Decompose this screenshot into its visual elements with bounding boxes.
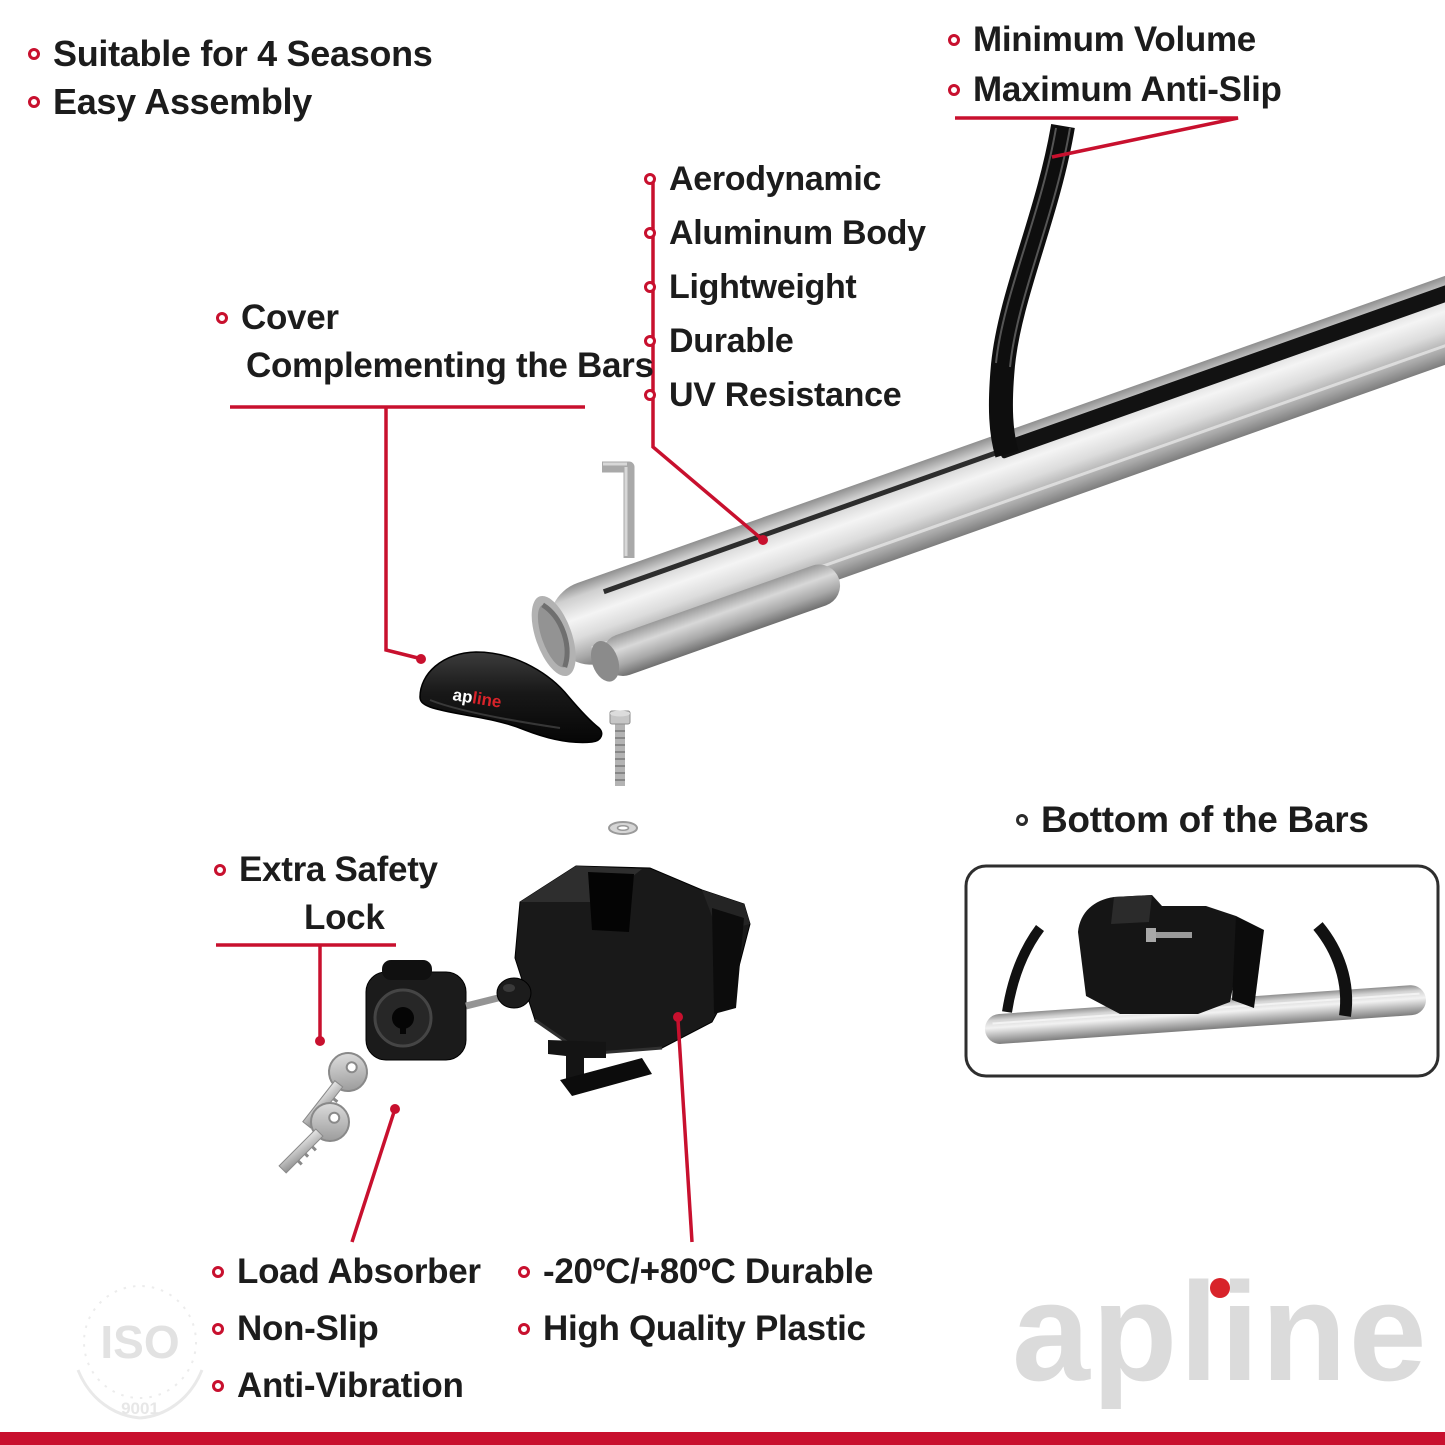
feature-item: High Quality Plastic [518, 1309, 873, 1349]
feature-item: Suitable for 4 Seasons [28, 34, 433, 74]
lock-callout: Extra Safety Lock [214, 850, 438, 938]
callout-label: Extra Safety [239, 850, 438, 889]
callout-line2: Complementing the Bars [216, 346, 654, 386]
mount-bracket-graphic [514, 865, 751, 1056]
feature-label: Minimum Volume [973, 20, 1256, 59]
bullet-icon [212, 1380, 224, 1392]
feature-item: Aluminum Body [644, 214, 926, 252]
panel-title: Bottom of the Bars [1041, 799, 1369, 840]
bullet-icon [212, 1266, 224, 1278]
feature-label: Lightweight [669, 268, 857, 306]
cover-callout: Cover Complementing the Bars [216, 298, 654, 386]
feature-item: Minimum Volume [948, 20, 1282, 60]
bullet-icon [518, 1323, 530, 1335]
pad-feature-list: Load Absorber Non-Slip Anti-Vibration [212, 1252, 481, 1406]
feature-label: Anti-Vibration [237, 1366, 464, 1405]
bullet-icon [1016, 814, 1028, 826]
feature-label: -20ºC/+80ºC Durable [543, 1252, 874, 1291]
callout-line1: Extra Safety [214, 850, 438, 890]
bullet-icon [644, 281, 656, 293]
callout-label: Cover [241, 298, 339, 337]
feature-label: Aerodynamic [669, 160, 882, 198]
feature-item: Maximum Anti-Slip [948, 70, 1282, 110]
feature-item: Durable [644, 322, 926, 360]
feature-item: Easy Assembly [28, 82, 433, 122]
callout-label: Lock [304, 898, 385, 937]
iso-title: ISO [100, 1316, 179, 1368]
feature-label: Maximum Anti-Slip [973, 70, 1282, 109]
strip-callout-list: Minimum Volume Maximum Anti-Slip [948, 20, 1282, 110]
callout-dots [315, 535, 768, 1114]
feature-label: Durable [669, 322, 794, 360]
bottom-bars-title: Bottom of the Bars [1016, 800, 1369, 840]
bullet-icon [212, 1323, 224, 1335]
callout-line1: Cover [216, 298, 654, 338]
cover-logo: apline [451, 685, 503, 711]
bullet-icon [644, 335, 656, 347]
feature-label: Non-Slip [237, 1309, 379, 1348]
bottom-bars-panel-graphic [964, 864, 1440, 1078]
bullet-icon [948, 34, 960, 46]
bullet-icon [644, 389, 656, 401]
keys-graphic [278, 1052, 368, 1174]
feature-item: Aerodynamic [644, 160, 926, 198]
callout-lines [216, 116, 1239, 1243]
feature-item: Non-Slip [212, 1309, 481, 1349]
feature-label: Load Absorber [237, 1252, 481, 1291]
lock-graphic [365, 960, 532, 1061]
end-cover-graphic: apline [419, 651, 603, 744]
bullet-icon [28, 96, 40, 108]
feature-label: Suitable for 4 Seasons [53, 33, 433, 74]
feature-label: High Quality Plastic [543, 1309, 866, 1348]
callout-label: Complementing the Bars [246, 346, 654, 385]
bullet-icon [214, 864, 226, 876]
callout-line1: Bottom of the Bars [1016, 800, 1369, 840]
feature-label: Aluminum Body [669, 214, 926, 252]
feature-label: Easy Assembly [53, 81, 312, 122]
top-left-feature-list: Suitable for 4 Seasons Easy Assembly [28, 34, 433, 122]
bullet-icon [216, 312, 228, 324]
callout-line2: Lock [214, 898, 438, 938]
crossbar-graphic [531, 227, 1445, 682]
brand-watermark: apline [1012, 1253, 1427, 1410]
brand-i-dot [1210, 1278, 1230, 1298]
bottom-red-strip [0, 1432, 1445, 1445]
washer-graphic [608, 821, 638, 835]
feature-item: -20ºC/+80ºC Durable [518, 1252, 873, 1292]
bullet-icon [518, 1266, 530, 1278]
bolt-graphic [609, 710, 631, 786]
clamp-parts-graphic [548, 1040, 652, 1096]
feature-item: Anti-Vibration [212, 1366, 481, 1406]
allen-key-graphic [602, 461, 635, 558]
feature-label: UV Resistance [669, 376, 902, 414]
rubber-strip-graphic [988, 124, 1075, 458]
bullet-icon [644, 227, 656, 239]
iso-number: 9001 [121, 1399, 159, 1418]
feature-item: Load Absorber [212, 1252, 481, 1292]
bullet-icon [28, 48, 40, 60]
bar-feature-list: Aerodynamic Aluminum Body Lightweight Du… [644, 160, 926, 414]
material-feature-list: -20ºC/+80ºC Durable High Quality Plastic [518, 1252, 873, 1349]
bullet-icon [644, 173, 656, 185]
feature-item: Lightweight [644, 268, 926, 306]
feature-item: UV Resistance [644, 376, 926, 414]
bullet-icon [948, 84, 960, 96]
iso-badge: ISO 9001 [76, 1285, 204, 1420]
